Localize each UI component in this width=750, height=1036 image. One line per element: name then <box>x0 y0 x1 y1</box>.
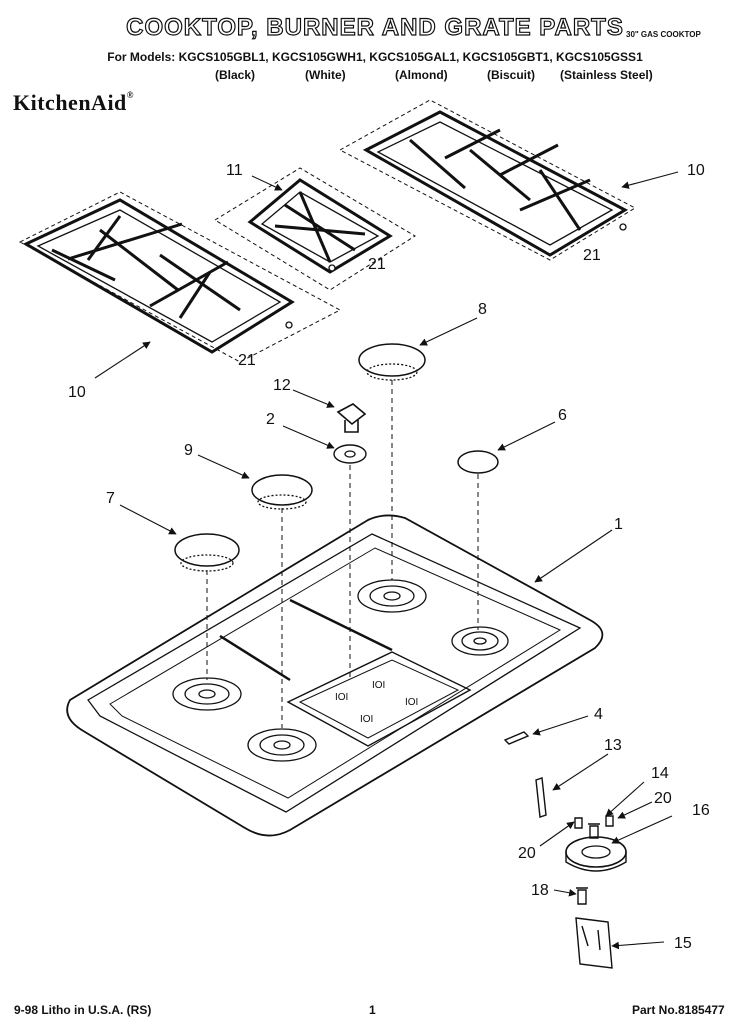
color-list: (Black) (White) (Almond) (Biscuit) (Stai… <box>0 68 750 84</box>
callout-2: 2 <box>266 411 275 428</box>
center-grate <box>214 167 416 291</box>
callout-12: 12 <box>273 377 291 394</box>
callout-6: 6 <box>558 407 567 424</box>
cap-7 <box>174 533 240 567</box>
cap-9 <box>251 474 313 506</box>
small-parts <box>503 731 627 969</box>
screw-18 <box>576 887 588 905</box>
part-4 <box>503 731 530 745</box>
callout-10-right: 10 <box>687 162 705 179</box>
callout-20-right: 20 <box>654 790 672 807</box>
cap-8 <box>358 343 426 377</box>
callout-8: 8 <box>478 301 487 318</box>
svg-text:IOI: IOI <box>405 697 418 708</box>
color-almond: (Almond) <box>395 68 448 82</box>
bracket-15 <box>575 917 613 969</box>
callout-7: 7 <box>106 490 115 507</box>
cooktop: IOI IOI IOI IOI <box>66 514 604 837</box>
callout-21-left: 21 <box>238 352 256 369</box>
svg-text:IOI: IOI <box>372 680 385 691</box>
brand-name: KitchenAid <box>13 90 127 115</box>
callout-4: 4 <box>594 706 603 723</box>
callout-13: 13 <box>604 737 622 754</box>
right-grate <box>338 99 637 261</box>
knob-12 <box>336 403 367 433</box>
callout-1: 1 <box>614 516 623 533</box>
part-number: Part No.8185477 <box>632 1003 725 1017</box>
color-white: (White) <box>305 68 346 82</box>
page-subtitle: 30" GAS COOKTOP <box>626 30 701 39</box>
color-biscuit: (Biscuit) <box>487 68 535 82</box>
left-grate <box>18 191 342 363</box>
page-number: 1 <box>369 1003 376 1017</box>
callout-15: 15 <box>674 935 692 952</box>
svg-text:IOI: IOI <box>360 714 373 725</box>
callout-10-left: 10 <box>68 384 86 401</box>
bezel-2 <box>333 444 367 464</box>
burner-caps <box>174 343 499 572</box>
callout-20-left: 20 <box>518 845 536 862</box>
svg-text:IOI: IOI <box>335 692 348 703</box>
color-black: (Black) <box>215 68 256 82</box>
callout-21-center: 21 <box>368 256 386 273</box>
callout-16: 16 <box>692 802 710 819</box>
callout-14: 14 <box>651 765 669 782</box>
callout-21-right: 21 <box>583 247 601 264</box>
callout-11: 11 <box>226 162 243 179</box>
part-13 <box>535 777 547 818</box>
callout-9: 9 <box>184 442 193 459</box>
color-stainless: (Stainless Steel) <box>560 68 653 82</box>
registered-mark: ® <box>126 90 135 100</box>
burner-base-16 <box>565 836 627 868</box>
cap-6 <box>457 450 499 474</box>
brand-logo: KitchenAid® <box>13 90 134 116</box>
screw-14 <box>588 823 600 839</box>
callout-18: 18 <box>531 882 549 899</box>
litho-note: 9-98 Litho in U.S.A. (RS) <box>14 1003 152 1017</box>
model-list: For Models: KGCS105GBL1, KGCS105GWH1, KG… <box>107 50 643 64</box>
page-title: COOKTOP, BURNER AND GRATE PARTS <box>126 13 624 41</box>
